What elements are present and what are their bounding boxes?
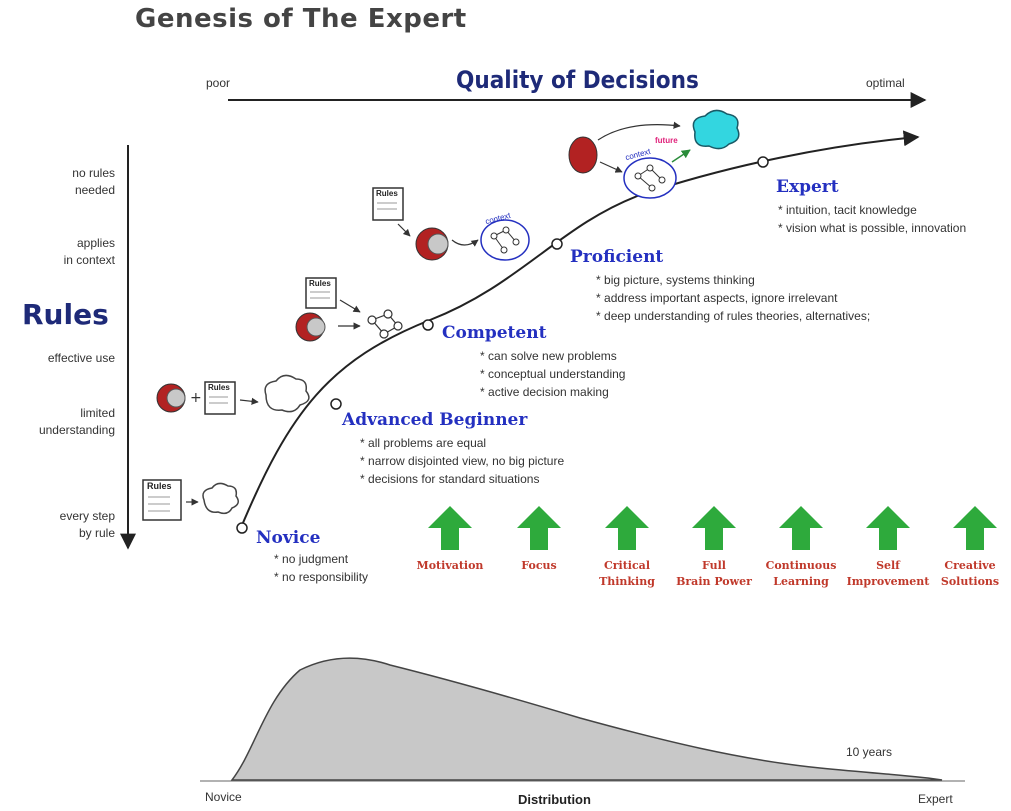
stage-bullet: decisions for standard situations xyxy=(360,470,564,488)
rules-level-0: no rules needed xyxy=(72,166,115,197)
stage-competent: Competent can solve new problems concept… xyxy=(442,323,625,401)
stage-title: Advanced Beginner xyxy=(342,410,528,430)
stage-title: Expert xyxy=(776,177,839,197)
factor-label-continuous-learning: Continuous Learning xyxy=(765,559,837,588)
novice-sketch xyxy=(142,479,239,521)
distribution-right-label: Expert xyxy=(918,792,953,806)
adv-rules-card: Rules xyxy=(208,383,230,392)
rules-level-3: limited understanding xyxy=(38,406,115,437)
stage-marker-advanced-beginner xyxy=(330,398,342,410)
factor-arrow-6 xyxy=(866,506,910,550)
advanced-beginner-sketch: + xyxy=(156,374,310,415)
factor-label-focus: Focus xyxy=(521,559,557,572)
proficient-rules-card: Rules xyxy=(376,189,398,198)
stage-marker-expert xyxy=(757,156,769,168)
factor-label-creative-solutions: Creative Solutions xyxy=(940,559,1000,588)
quality-right-label: optimal xyxy=(866,76,905,90)
stage-novice: Novice no judgment no responsibility xyxy=(256,528,368,586)
rules-axis-label: Rules xyxy=(22,298,109,331)
distribution-note: 10 years xyxy=(846,745,893,759)
competent-sketch xyxy=(295,277,403,342)
stage-bullet: no responsibility xyxy=(274,568,368,586)
factor-label-self-improvement: Self Improvement xyxy=(846,559,930,588)
factor-label-motivation: Motivation xyxy=(416,559,484,572)
stage-proficient: Proficient big picture, systems thinking… xyxy=(570,247,870,325)
factor-arrow-4 xyxy=(692,506,736,550)
stage-bullet: conceptual understanding xyxy=(480,365,625,383)
factor-label-full-brain-power: Full Brain Power xyxy=(676,559,752,588)
stage-bullet: active decision making xyxy=(480,383,625,401)
stage-bullet: narrow disjointed view, no big picture xyxy=(360,452,564,470)
rules-level-2: effective use xyxy=(47,351,115,365)
expert-future-tag: future xyxy=(655,136,678,145)
distribution-left-label: Novice xyxy=(205,790,242,804)
quality-left-label: poor xyxy=(206,76,231,90)
factor-arrow-2 xyxy=(517,506,561,550)
stage-bullet: deep understanding of rules theories, al… xyxy=(596,307,870,325)
stage-marker-competent xyxy=(422,319,434,331)
distribution-label: Distribution xyxy=(518,792,591,807)
factor-arrow-7 xyxy=(953,506,997,550)
stage-bullet: big picture, systems thinking xyxy=(596,271,870,289)
factor-arrows xyxy=(428,506,997,550)
stage-bullet: intuition, tacit knowledge xyxy=(778,201,966,219)
expertise-curve xyxy=(239,130,920,531)
stage-title: Novice xyxy=(256,528,321,548)
stage-bullet: address important aspects, ignore irrele… xyxy=(596,289,870,307)
stage-advanced-beginner: Advanced Beginner all problems are equal… xyxy=(342,410,564,488)
rules-level-1: applies in context xyxy=(63,236,115,267)
expert-sketch xyxy=(568,109,740,199)
stage-bullet: all problems are equal xyxy=(360,434,564,452)
novice-rules-card: Rules xyxy=(147,481,172,491)
quality-axis-label: Quality of Decisions xyxy=(456,66,699,94)
proficient-sketch xyxy=(372,187,530,261)
diagram-title: Genesis of The Expert xyxy=(135,4,467,34)
factor-label-critical-thinking: Critical Thinking xyxy=(599,559,655,588)
factor-arrow-5 xyxy=(779,506,823,550)
stage-expert: Expert intuition, tacit knowledge vision… xyxy=(776,177,966,237)
stage-title: Competent xyxy=(442,323,547,343)
distribution-area xyxy=(230,657,943,781)
stage-bullet: vision what is possible, innovation xyxy=(778,219,966,237)
stage-bullet: no judgment xyxy=(274,550,368,568)
svg-text:+: + xyxy=(190,390,202,406)
stage-marker-novice xyxy=(236,522,248,534)
stage-marker-proficient xyxy=(551,238,563,250)
competent-rules-card: Rules xyxy=(309,279,331,288)
factor-arrow-3 xyxy=(605,506,649,550)
factor-arrow-1 xyxy=(428,506,472,550)
stage-bullet: can solve new problems xyxy=(480,347,625,365)
stage-title: Proficient xyxy=(570,247,664,267)
rules-level-4: every step by rule xyxy=(59,509,115,540)
